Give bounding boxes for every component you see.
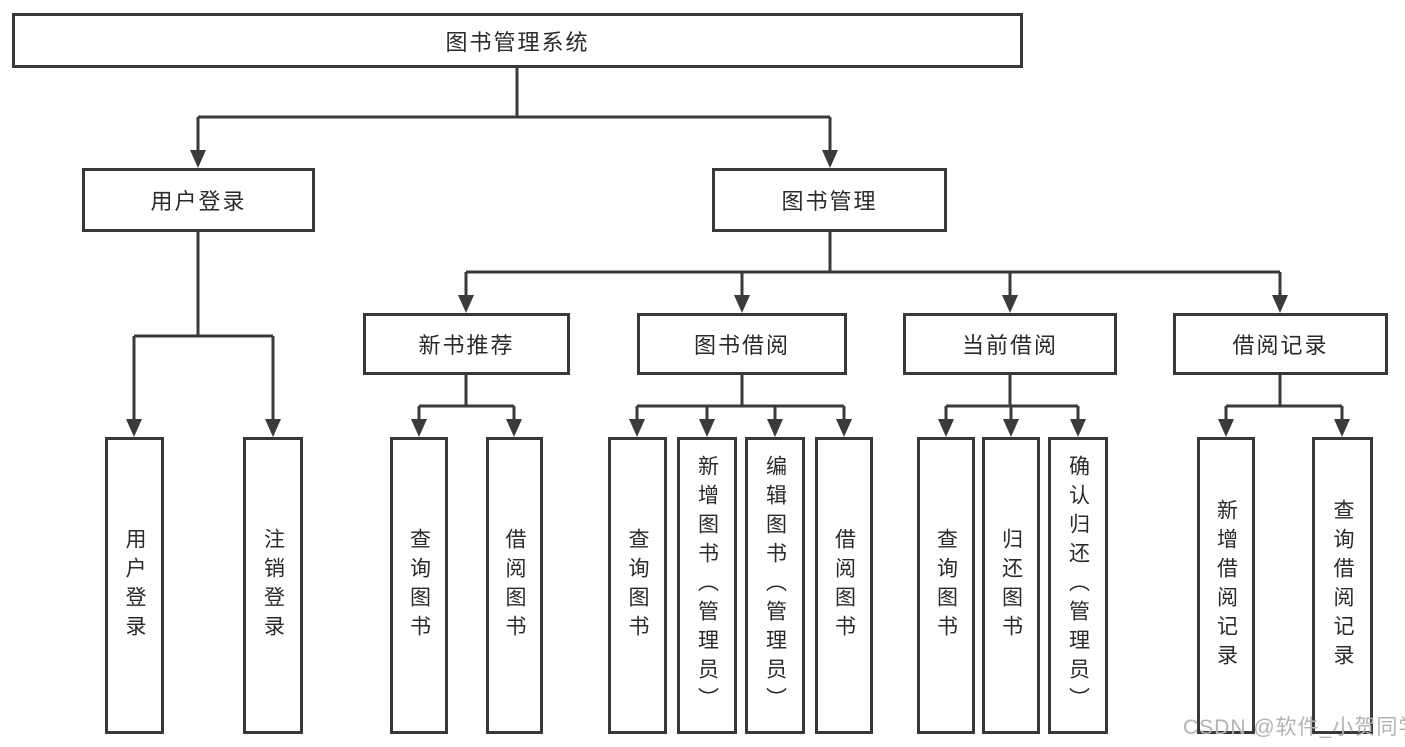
arrow-head <box>265 419 281 437</box>
arrow-head <box>1070 419 1086 437</box>
leaf-label: 编辑图书（管理员） <box>763 455 787 716</box>
arrow-head <box>1003 419 1019 437</box>
leaf-label: 借阅图书 <box>503 527 526 644</box>
leaf-label: 新增借阅记录 <box>1214 498 1238 673</box>
leaf-borrow-books-2: 借阅图书 <box>815 437 873 734</box>
arrow-head <box>1272 295 1288 313</box>
node-label: 用户登录 <box>150 189 247 214</box>
node-book-borrow: 图书借阅 <box>637 313 847 375</box>
leaf-label: 用户登录 <box>123 527 146 644</box>
arrow-head <box>822 150 838 168</box>
arrow-head <box>126 419 142 437</box>
node-current-borrow: 当前借阅 <box>903 313 1117 375</box>
arrow-head <box>767 419 783 437</box>
leaf-query-borrow-record: 查询借阅记录 <box>1312 437 1373 734</box>
arrow-head <box>190 150 206 168</box>
arrow-head <box>1334 419 1350 437</box>
node-root: 图书管理系统 <box>12 13 1023 68</box>
leaf-add-borrow-record: 新增借阅记录 <box>1197 437 1255 734</box>
node-new-book-recommend: 新书推荐 <box>363 313 570 375</box>
leaf-label: 查询图书 <box>626 527 649 644</box>
node-label: 图书借阅 <box>693 333 790 358</box>
arrow-head <box>938 419 954 437</box>
leaf-label: 查询图书 <box>407 527 431 644</box>
node-root-label: 图书管理系统 <box>445 29 590 55</box>
arrow-head <box>458 295 474 313</box>
arrow-head <box>836 419 852 437</box>
arrow-head <box>506 419 522 437</box>
leaf-label: 确认归还（管理员） <box>1066 455 1090 716</box>
arrow-head <box>734 295 750 313</box>
leaf-label: 新增图书（管理员） <box>695 455 719 716</box>
node-user-login: 用户登录 <box>82 168 315 232</box>
leaf-add-books-admin: 新增图书（管理员） <box>677 437 737 734</box>
leaf-edit-books-admin: 编辑图书（管理员） <box>745 437 805 734</box>
leaf-label: 查询借阅记录 <box>1331 498 1354 673</box>
leaf-borrow-books-1: 借阅图书 <box>486 437 543 734</box>
leaf-query-books-3: 查询图书 <box>917 437 975 734</box>
leaf-label: 查询图书 <box>934 527 958 644</box>
node-label: 借阅记录 <box>1232 333 1329 358</box>
leaf-query-books-2: 查询图书 <box>608 437 667 734</box>
leaf-label: 注销登录 <box>261 527 285 644</box>
node-book-management: 图书管理 <box>712 168 947 232</box>
arrow-head <box>699 419 715 437</box>
leaf-label: 借阅图书 <box>832 527 856 644</box>
node-label: 图书管理 <box>781 189 878 214</box>
arrow-head <box>629 419 645 437</box>
arrow-head <box>411 419 427 437</box>
leaf-query-books-1: 查询图书 <box>390 437 448 734</box>
node-label: 当前借阅 <box>961 333 1058 358</box>
leaf-label: 归还图书 <box>999 527 1023 644</box>
node-borrow-records: 借阅记录 <box>1173 313 1388 375</box>
leaf-user-login: 用户登录 <box>105 437 164 734</box>
arrow-head <box>1002 295 1018 313</box>
leaf-return-books: 归还图书 <box>982 437 1040 734</box>
csdn-watermark: CSDN @软件_小贺同学 <box>1183 716 1405 739</box>
leaf-logout: 注销登录 <box>243 437 303 734</box>
node-label: 新书推荐 <box>418 333 515 358</box>
arrow-head <box>1218 419 1234 437</box>
leaf-confirm-return-admin: 确认归还（管理员） <box>1048 437 1108 734</box>
